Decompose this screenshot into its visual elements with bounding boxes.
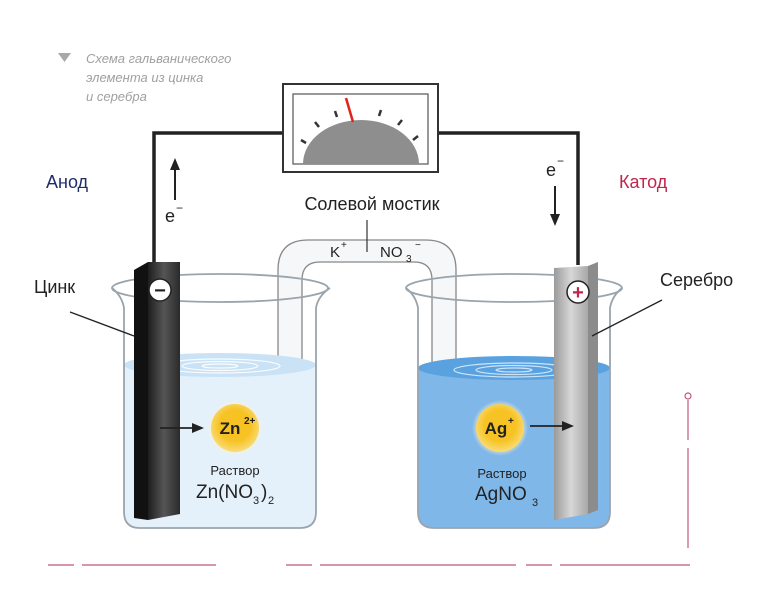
meter-needle	[344, 97, 355, 123]
cation-label: K	[330, 244, 340, 261]
caption-line-3: и серебра	[86, 89, 147, 104]
anode-sign: −	[154, 280, 166, 302]
svg-text:+: +	[508, 416, 514, 427]
svg-text:−: −	[557, 154, 564, 168]
caption: Схема гальванического элемента из цинка …	[58, 51, 231, 104]
zinc-ion-label: Zn	[220, 419, 241, 438]
voltmeter	[282, 83, 439, 173]
svg-text:−: −	[415, 240, 421, 251]
svg-text:3: 3	[253, 495, 259, 507]
left-solution-word: Раствор	[210, 463, 259, 478]
svg-text:2: 2	[268, 495, 274, 507]
svg-text:): )	[261, 482, 267, 503]
caption-line-1: Схема гальванического	[86, 51, 231, 66]
triangle-down-icon	[58, 53, 71, 62]
right-solution-formula: AgNO 3	[475, 484, 538, 509]
anion-label: NO	[380, 244, 403, 261]
svg-text:Zn(NO: Zn(NO	[196, 482, 253, 503]
silver-label: Серебро	[660, 270, 733, 290]
cathode-electron-symbol: e	[546, 160, 556, 180]
zinc-label: Цинк	[34, 277, 75, 297]
svg-text:3: 3	[532, 497, 538, 509]
cathode-electron-arrow: e −	[546, 154, 564, 226]
silver-ion-label: Ag	[485, 419, 508, 438]
svg-text:−: −	[176, 201, 183, 215]
caption-line-2: элемента из цинка	[86, 70, 203, 85]
silver-electrode: +	[554, 262, 598, 520]
zinc-electrode: −	[134, 262, 180, 520]
silver-ion: Ag +	[472, 400, 574, 456]
zinc-ion: Zn 2+	[160, 400, 263, 456]
decorative-lines	[48, 392, 692, 566]
svg-text:AgNO: AgNO	[475, 484, 527, 505]
anode-label: Анод	[46, 172, 89, 192]
anode-electron-arrow: e −	[165, 158, 183, 226]
cathode-label: Катод	[619, 172, 668, 192]
cathode-sign: +	[572, 282, 584, 304]
svg-text:3: 3	[406, 254, 412, 265]
plus-icon	[566, 280, 590, 304]
svg-text:+: +	[341, 240, 347, 251]
anode-electron-symbol: e	[165, 206, 175, 226]
svg-text:2+: 2+	[244, 416, 256, 427]
salt-bridge-label: Солевой мостик	[304, 194, 439, 214]
right-solution-word: Раствор	[477, 466, 526, 481]
left-solution-formula: Zn(NO 3 ) 2	[196, 482, 274, 507]
minus-icon	[148, 278, 172, 302]
circuit-wire	[152, 131, 580, 265]
